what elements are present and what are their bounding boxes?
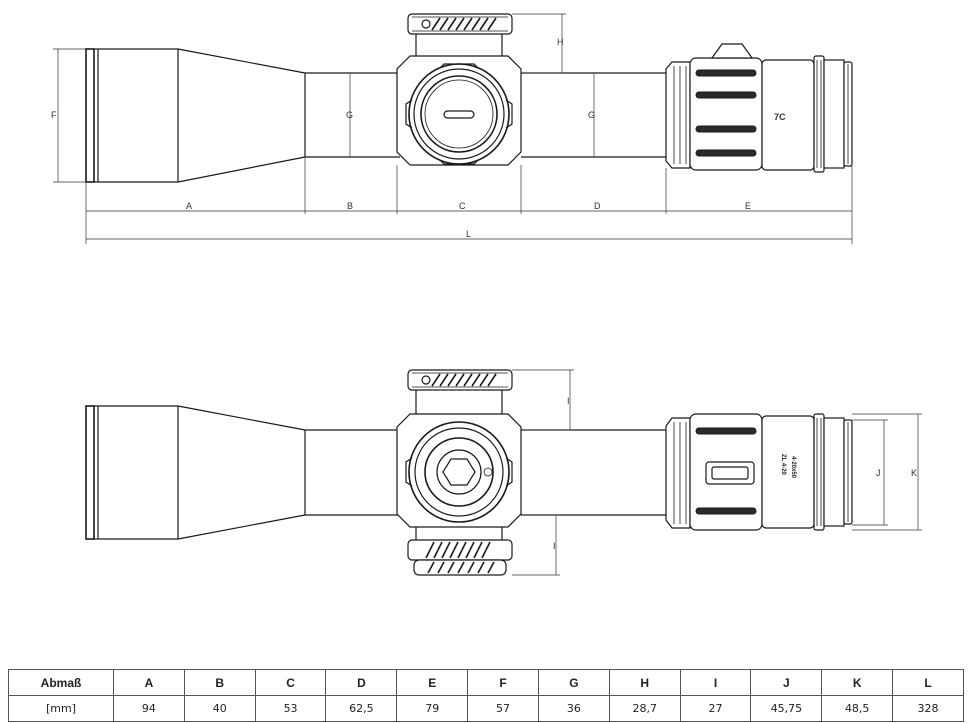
table-header-label: Abmaß (8, 669, 114, 696)
windage-turret-bottom (407, 539, 513, 576)
dimensions-table: Abmaß A B C D E F G H I J K L [mm] 94 40… (8, 669, 964, 722)
value-L: 328 (892, 695, 964, 722)
side-turret-knob-top (405, 63, 513, 165)
value-A: 94 (113, 695, 185, 722)
value-D: 62,5 (325, 695, 398, 722)
scope-top-view: 7C F G (51, 13, 853, 244)
label-D: D (594, 201, 601, 211)
value-I: 27 (679, 695, 752, 722)
value-B: 40 (183, 695, 256, 722)
dimension-lines-bottom (512, 369, 922, 576)
value-J: 45,75 (750, 695, 823, 722)
label-F: F (51, 110, 57, 120)
column-header-D: D (325, 669, 398, 696)
elevation-turret-top (407, 13, 513, 35)
elevation-turret-bottom (407, 369, 513, 391)
table-unit-label: [mm] (8, 695, 114, 722)
turret-saddle-top (396, 34, 522, 166)
eyepiece-marking-bottom-line2: 4-20x50 (790, 456, 796, 479)
scope-bottom-view: ZL 4-20 4-20x50 I I (85, 369, 922, 576)
objective-bell-bottom (85, 405, 306, 540)
label-I-upper-text: I (567, 396, 570, 406)
label-H: H (557, 37, 564, 47)
column-header-L: L (892, 669, 964, 696)
label-B: B (347, 201, 353, 211)
label-J: J (876, 468, 881, 478)
column-header-G: G (537, 669, 610, 696)
parallax-knob-bottom (405, 421, 513, 523)
value-G: 36 (537, 695, 610, 722)
main-tube-front-bottom (304, 429, 400, 516)
dimension-labels-bottom: I I J K (553, 396, 917, 551)
label-K: K (911, 468, 917, 478)
main-tube-rear-bottom (521, 429, 666, 516)
label-A: A (186, 201, 192, 211)
column-header-A: A (113, 669, 185, 696)
value-H: 28,7 (608, 695, 681, 722)
eyepiece-marking-bottom-line1: ZL 4-20 (780, 454, 786, 476)
table-values-row: [mm] 94 40 53 62,5 79 57 36 28,7 27 45,7… (8, 695, 964, 722)
label-G-right: G (588, 110, 595, 120)
scope-technical-drawing: 7C F G (51, 13, 922, 576)
column-header-H: H (608, 669, 681, 696)
dimension-lines-top (53, 13, 853, 244)
column-header-K: K (821, 669, 894, 696)
label-L: L (466, 229, 471, 239)
eyepiece-bottom: ZL 4-20 4-20x50 (665, 413, 853, 531)
column-header-B: B (183, 669, 256, 696)
value-F: 57 (467, 695, 539, 722)
column-header-F: F (467, 669, 539, 696)
objective-bell-top (85, 48, 306, 183)
label-C: C (459, 201, 466, 211)
eyepiece-top: 7C (665, 43, 853, 173)
value-E: 79 (396, 695, 469, 722)
table-header-row: Abmaß A B C D E F G H I J K L (8, 669, 964, 696)
column-header-J: J (750, 669, 823, 696)
value-C: 53 (254, 695, 327, 722)
dimension-labels-top: F G G H A B C D E L (51, 37, 751, 239)
label-G-left: G (346, 110, 353, 120)
label-I-lower: I (553, 541, 556, 551)
column-header-E: E (396, 669, 469, 696)
main-tube-front-top (304, 72, 400, 158)
column-header-C: C (254, 669, 327, 696)
label-E: E (745, 201, 751, 211)
column-header-I: I (679, 669, 752, 696)
value-K: 48,5 (821, 695, 894, 722)
eyepiece-marking-top: 7C (774, 112, 786, 122)
